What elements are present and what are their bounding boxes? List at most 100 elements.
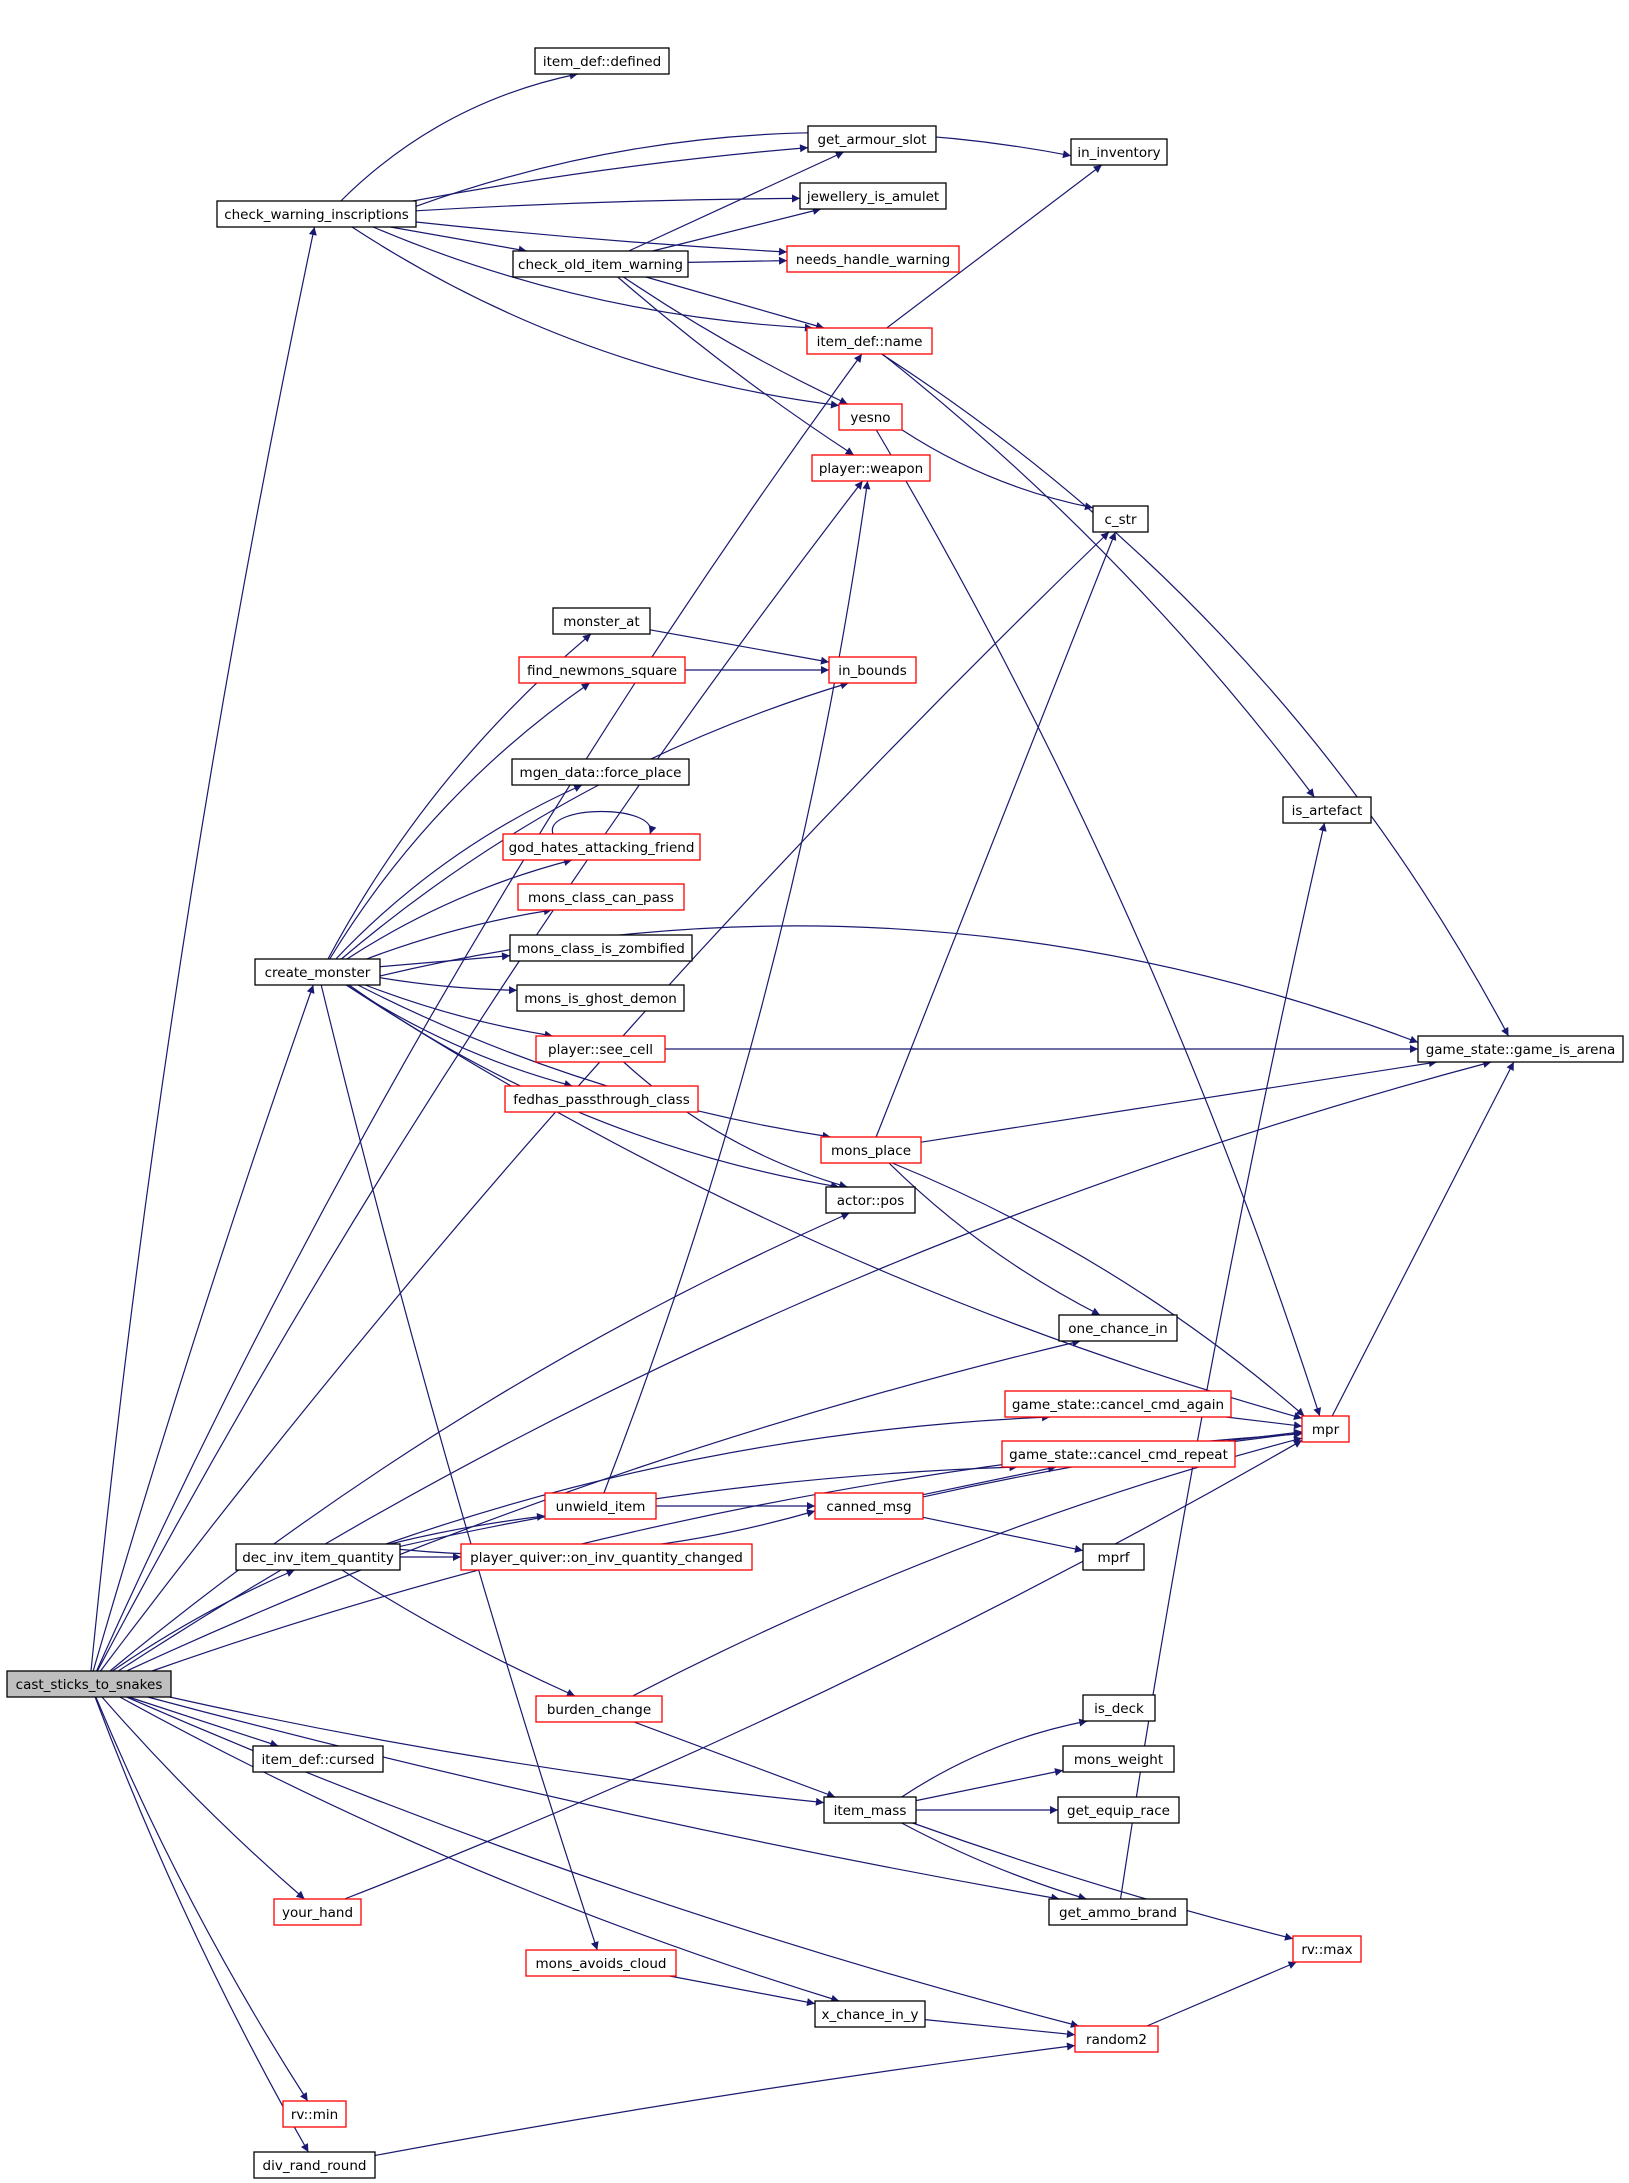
node-player_see_cell[interactable]: player::see_cell [535, 1035, 666, 1063]
node-x_chance_in_y[interactable]: x_chance_in_y [814, 2000, 926, 2028]
node-mons_place[interactable]: mons_place [820, 1136, 922, 1164]
node-box-game_state_cancel_cmd_repeat [1001, 1440, 1236, 1468]
node-box-in_bounds [828, 656, 917, 684]
node-label-rv_max: rv::max [1301, 1942, 1352, 1958]
node-get_equip_race[interactable]: get_equip_race [1057, 1796, 1180, 1824]
node-in_inventory[interactable]: in_inventory [1070, 138, 1168, 166]
node-box-yesno [838, 403, 903, 431]
node-canned_msg[interactable]: canned_msg [814, 1492, 924, 1520]
edge-check_old_item_warning-to-jewellery_is_amulet [652, 207, 822, 252]
node-unwield_item[interactable]: unwield_item [544, 1492, 657, 1520]
node-box-actor_pos [825, 1186, 916, 1214]
node-box-mons_place [820, 1136, 922, 1164]
node-get_ammo_brand[interactable]: get_ammo_brand [1048, 1898, 1188, 1926]
node-dec_inv_item_quantity[interactable]: dec_inv_item_quantity [235, 1543, 401, 1571]
edge-cast_sticks_to_snakes-to-item_mass [169, 1696, 825, 1806]
node-cast_sticks_to_snakes[interactable]: cast_sticks_to_snakes [6, 1670, 172, 1698]
node-game_state_cancel_cmd_again[interactable]: game_state::cancel_cmd_again [1004, 1390, 1232, 1418]
node-mpr[interactable]: mpr [1301, 1415, 1350, 1443]
node-label-fedhas_passthrough_class: fedhas_passthrough_class [513, 1092, 689, 1108]
node-box-is_deck [1082, 1694, 1156, 1722]
node-mons_class_is_zombified[interactable]: mons_class_is_zombified [509, 934, 693, 962]
node-rv_max[interactable]: rv::max [1292, 1935, 1362, 1963]
node-mons_avoids_cloud[interactable]: mons_avoids_cloud [525, 1949, 677, 1977]
node-item_def_defined[interactable]: item_def::defined [534, 47, 670, 75]
node-your_hand[interactable]: your_hand [273, 1898, 362, 1926]
node-player_weapon[interactable]: player::weapon [811, 454, 931, 482]
node-create_monster[interactable]: create_monster [254, 958, 381, 986]
node-one_chance_in[interactable]: one_chance_in [1058, 1314, 1178, 1342]
node-label-mons_is_ghost_demon: mons_is_ghost_demon [524, 991, 677, 1007]
node-get_armour_slot[interactable]: get_armour_slot [807, 125, 937, 153]
edge-item_def_name-to-is_artefact [881, 353, 1315, 798]
node-mgen_data_force_place[interactable]: mgen_data::force_place [511, 758, 690, 786]
node-label-item_def_name: item_def::name [817, 334, 923, 350]
node-box-create_monster [254, 958, 381, 986]
node-c_str[interactable]: c_str [1092, 505, 1149, 533]
edge-cast_sticks_to_snakes-to-actor_pos [109, 1212, 850, 1672]
node-item_def_cursed[interactable]: item_def::cursed [252, 1745, 384, 1773]
node-box-canned_msg [814, 1492, 924, 1520]
node-mprf[interactable]: mprf [1082, 1543, 1145, 1571]
node-player_quiver_on_inv_quantity_changed[interactable]: player_quiver::on_inv_quantity_changed [460, 1543, 753, 1571]
node-mons_class_can_pass[interactable]: mons_class_can_pass [517, 883, 685, 911]
node-needs_handle_warning[interactable]: needs_handle_warning [786, 245, 960, 273]
node-box-jewellery_is_amulet [799, 182, 947, 210]
edge-cast_sticks_to_snakes-to-your_hand [101, 1696, 305, 1900]
node-in_bounds[interactable]: in_bounds [828, 656, 917, 684]
node-rv_min[interactable]: rv::min [282, 2100, 347, 2128]
node-is_artefact[interactable]: is_artefact [1282, 796, 1372, 824]
node-monster_at[interactable]: monster_at [552, 607, 651, 635]
node-box-player_weapon [811, 454, 931, 482]
node-box-in_inventory [1070, 138, 1168, 166]
node-game_state_cancel_cmd_repeat[interactable]: game_state::cancel_cmd_repeat [1001, 1440, 1236, 1468]
node-item_def_name[interactable]: item_def::name [806, 327, 933, 355]
edge-div_rand_round-to-random2 [374, 2042, 1076, 2157]
node-box-get_ammo_brand [1048, 1898, 1188, 1926]
node-item_mass[interactable]: item_mass [823, 1796, 917, 1824]
edge-monster_at-to-in_bounds [649, 629, 830, 665]
node-box-game_state_cancel_cmd_again [1004, 1390, 1232, 1418]
node-is_deck[interactable]: is_deck [1082, 1694, 1156, 1722]
node-game_state_game_is_arena[interactable]: game_state::game_is_arena [1417, 1035, 1624, 1063]
edge-item_mass-to-is_deck [901, 1718, 1088, 1798]
node-label-mprf: mprf [1097, 1550, 1130, 1566]
node-find_newmons_square[interactable]: find_newmons_square [518, 656, 686, 684]
node-check_warning_inscriptions[interactable]: check_warning_inscriptions [216, 200, 417, 228]
node-box-game_state_game_is_arena [1417, 1035, 1624, 1063]
edge-unwield_item-to-player_weapon [603, 480, 871, 1494]
node-actor_pos[interactable]: actor::pos [825, 1186, 916, 1214]
edge-cast_sticks_to_snakes-to-item_def_cursed [128, 1696, 279, 1748]
node-check_old_item_warning[interactable]: check_old_item_warning [512, 250, 689, 278]
edge-create_monster-to-god_hates_attacking_friend [346, 858, 573, 960]
node-box-rv_max [1292, 1935, 1362, 1963]
node-label-monster_at: monster_at [563, 614, 639, 630]
node-mons_is_ghost_demon[interactable]: mons_is_ghost_demon [516, 984, 685, 1012]
node-fedhas_passthrough_class[interactable]: fedhas_passthrough_class [504, 1085, 699, 1113]
node-jewellery_is_amulet[interactable]: jewellery_is_amulet [799, 182, 947, 210]
edge-item_def_name-to-in_inventory [886, 164, 1103, 329]
node-label-god_hates_attacking_friend: god_hates_attacking_friend [509, 840, 695, 856]
node-label-burden_change: burden_change [547, 1702, 651, 1718]
node-box-mons_avoids_cloud [525, 1949, 677, 1977]
node-label-item_def_cursed: item_def::cursed [262, 1752, 375, 1768]
node-label-player_quiver_on_inv_quantity_changed: player_quiver::on_inv_quantity_changed [470, 1550, 743, 1566]
node-div_rand_round[interactable]: div_rand_round [253, 2151, 376, 2179]
node-yesno[interactable]: yesno [838, 403, 903, 431]
edge-cast_sticks_to_snakes-to-rv_min [95, 1696, 309, 2102]
edge-mons_avoids_cloud-to-x_chance_in_y [669, 1975, 816, 2007]
node-label-unwield_item: unwield_item [556, 1499, 646, 1515]
edge-canned_msg-to-game_state_cancel_cmd_repeat [922, 1464, 1057, 1496]
edge-cast_sticks_to_snakes-to-div_rand_round [94, 1696, 309, 2153]
node-mons_weight[interactable]: mons_weight [1062, 1745, 1175, 1773]
node-burden_change[interactable]: burden_change [535, 1695, 663, 1723]
edge-game_state_cancel_cmd_repeat-to-mpr [1226, 1428, 1303, 1442]
node-god_hates_attacking_friend[interactable]: god_hates_attacking_friend [502, 833, 701, 861]
edge-dec_inv_item_quantity-to-unwield_item [389, 1512, 546, 1545]
edge-god_hates_attacking_friend-to-god_hates_attacking_friend [552, 810, 657, 835]
node-label-mons_avoids_cloud: mons_avoids_cloud [536, 1956, 667, 1972]
node-random2[interactable]: random2 [1074, 2025, 1159, 2053]
edge-item_mass-to-mons_weight [915, 1768, 1064, 1802]
node-label-player_weapon: player::weapon [819, 461, 923, 477]
